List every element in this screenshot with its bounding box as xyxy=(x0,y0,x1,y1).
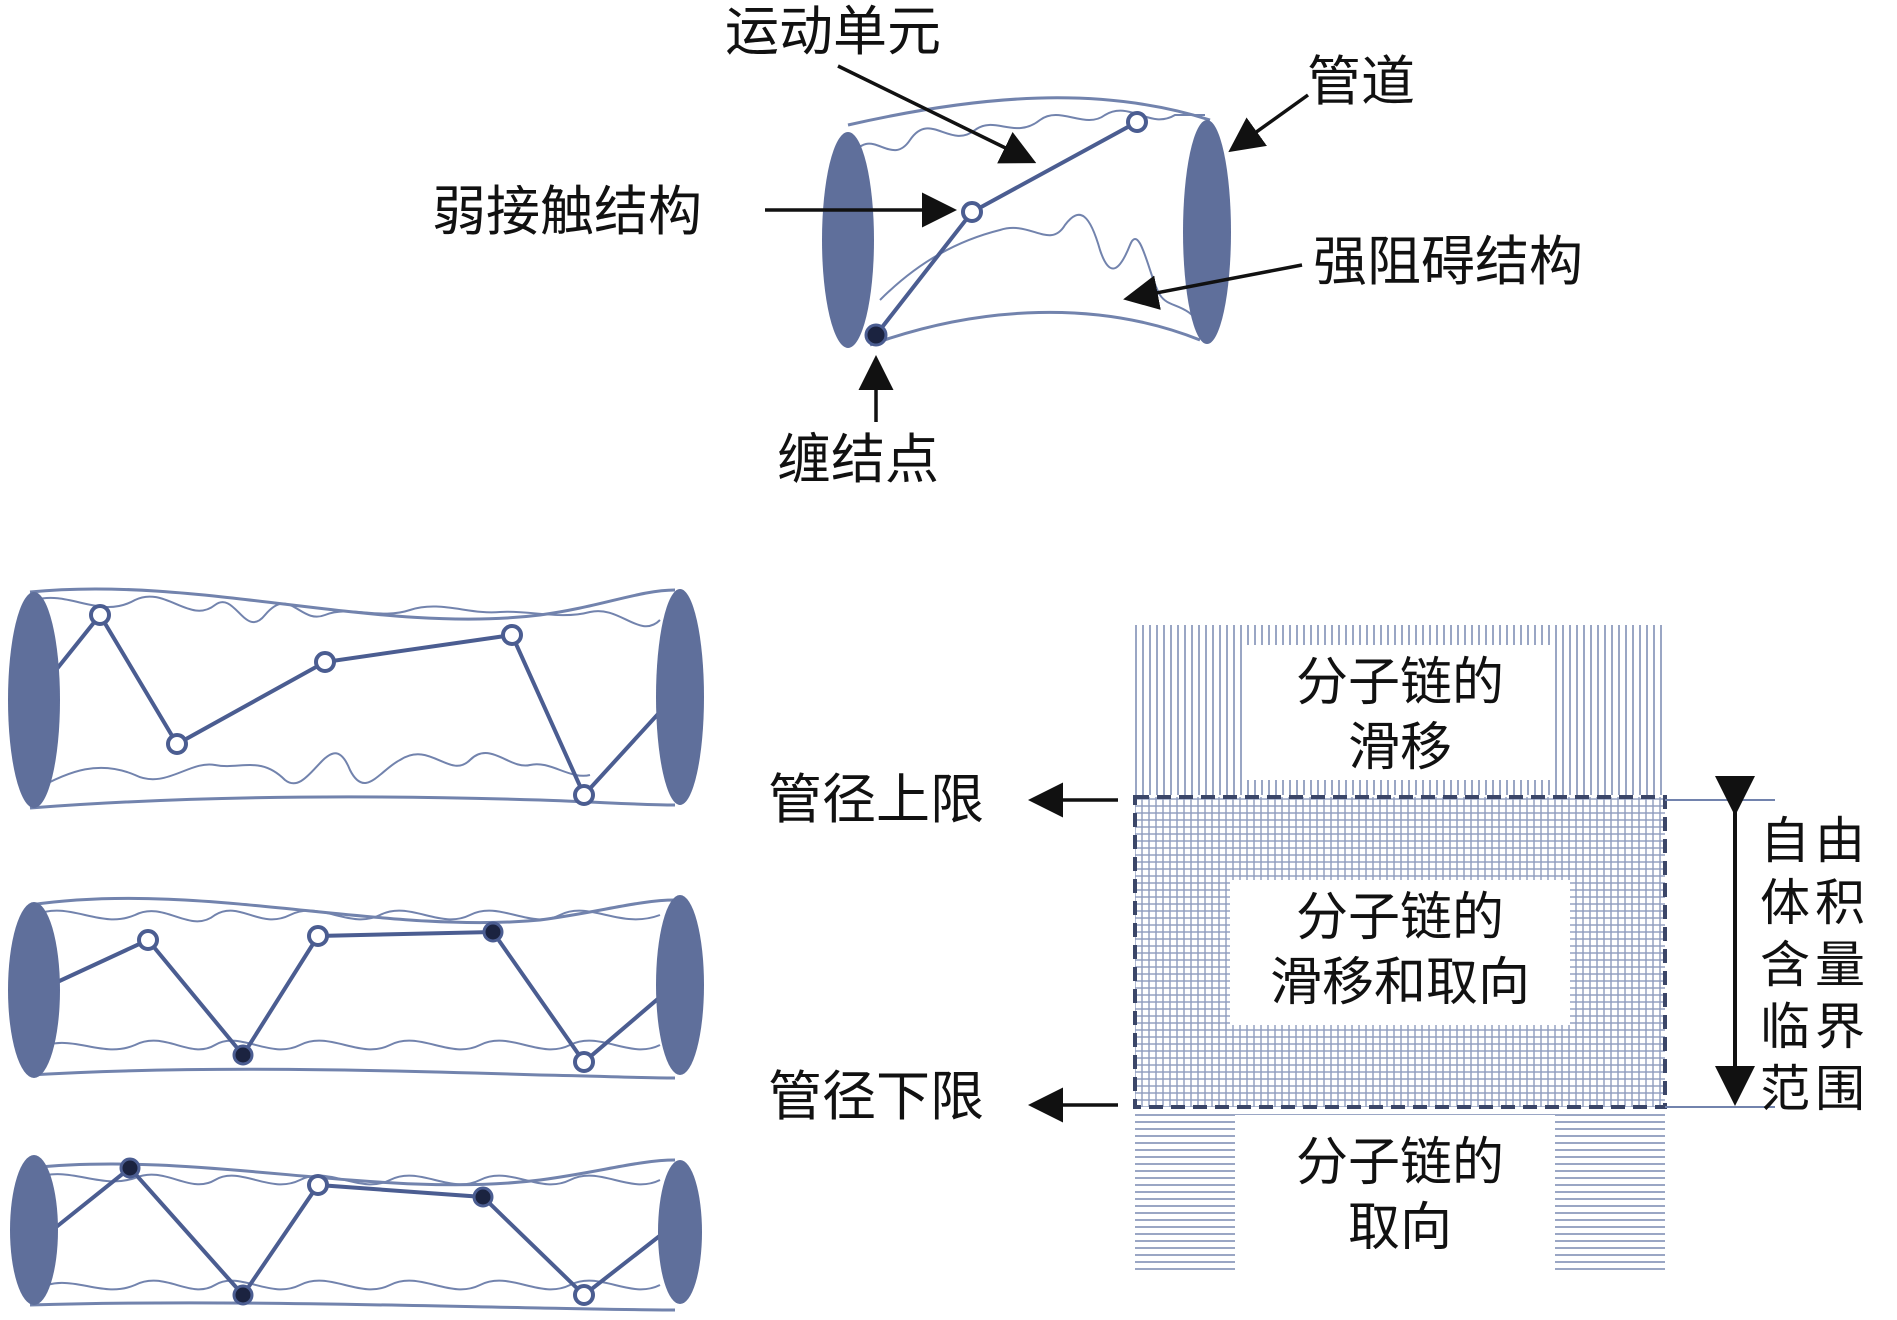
range-label-char: 范 xyxy=(1760,1060,1810,1118)
tube-3-node-open xyxy=(307,1174,329,1196)
tube-2-node-open xyxy=(573,1051,595,1073)
arrow-tube xyxy=(1228,93,1310,153)
box-top-label-bg xyxy=(1245,645,1555,780)
tube-2-node-filled xyxy=(482,921,504,943)
range-label-char: 界 xyxy=(1815,998,1865,1056)
label-upper-limit: 管径上限 xyxy=(768,768,984,831)
range-label-char: 量 xyxy=(1815,936,1865,994)
tube-1-inner-wave-upper xyxy=(34,595,661,628)
arrow-strong-hindrance xyxy=(1123,263,1303,310)
tube-2-chain xyxy=(39,929,682,1065)
top-tube-right-end xyxy=(1183,120,1231,344)
box-middle-dashed-border xyxy=(1133,795,1667,1109)
top-tube-inner-wave-upper xyxy=(849,109,1205,161)
top-tube xyxy=(822,96,1231,348)
tube-2-lower-wall xyxy=(29,1067,676,1080)
label-weak-contact: 弱接触结构 xyxy=(432,180,702,243)
tube-3-inner-wave-upper xyxy=(34,1173,661,1186)
tube-3-node-filled xyxy=(119,1157,141,1179)
left-tube-nodes xyxy=(89,604,595,1306)
tube-1-right-end xyxy=(656,589,704,805)
top-labels: 运动单元 管道 弱接触结构 强阻碍结构 缠结点 xyxy=(432,0,1583,491)
state-range-diagram: 分子链的 滑移 分子链的 滑移和取向 分子链的 取向 管径上限 管径下限 自体含… xyxy=(768,625,1865,1275)
tube-1-inner-wave-lower xyxy=(34,752,591,791)
top-tube-node-open xyxy=(961,201,983,223)
tube-2-node-open xyxy=(137,929,159,951)
box-top-line1: 分子链的 xyxy=(1296,653,1504,713)
tube-1-chain xyxy=(38,611,682,799)
box-middle-label-bg xyxy=(1230,880,1570,1025)
label-tube: 管道 xyxy=(1307,50,1415,113)
tube-3-node-open xyxy=(573,1284,595,1306)
tube-2-left-end xyxy=(8,902,60,1078)
tube-3-left-end xyxy=(10,1155,58,1305)
left-tube-2 xyxy=(8,895,704,1080)
label-lower-limit: 管径下限 xyxy=(768,1065,984,1128)
tube-1-node-open xyxy=(573,784,595,806)
tube-3-chain xyxy=(38,1165,682,1299)
tube-3-upper-wall xyxy=(29,1158,676,1187)
box-top-line2: 滑移 xyxy=(1348,718,1452,778)
range-label-char: 体 xyxy=(1760,874,1810,932)
tube-3-right-end xyxy=(658,1160,702,1304)
tube-3-node-filled xyxy=(472,1186,494,1208)
left-tube-1 xyxy=(8,587,704,810)
range-label-char: 围 xyxy=(1815,1060,1865,1118)
label-entanglement-point: 缠结点 xyxy=(777,428,939,491)
box-bottom-label-bg xyxy=(1235,1115,1555,1275)
tube-2-inner-wave-lower xyxy=(34,1039,661,1051)
tube-2-node-open xyxy=(307,925,329,947)
arrow-motion-unit xyxy=(837,64,1037,164)
tube-2-node-filled xyxy=(232,1044,254,1066)
box-bottom-line2: 取向 xyxy=(1348,1198,1452,1258)
box-middle-line2: 滑移和取向 xyxy=(1270,953,1530,1013)
range-label-char: 自 xyxy=(1760,812,1810,870)
tube-1-node-open xyxy=(501,624,523,646)
label-motion-unit: 运动单元 xyxy=(725,0,941,63)
top-tube-left-end xyxy=(822,132,874,348)
range-label-char: 积 xyxy=(1815,874,1865,932)
tube-1-node-open xyxy=(89,604,111,626)
box-bottom-line1: 分子链的 xyxy=(1296,1133,1504,1193)
tube-2-inner-wave-upper xyxy=(34,909,661,923)
range-label-char: 由 xyxy=(1815,812,1865,870)
tube-1-upper-wall xyxy=(29,587,676,621)
tube-1-lower-wall xyxy=(29,795,676,810)
top-tube-entanglement-node xyxy=(864,323,888,347)
tube-2-right-end xyxy=(656,895,704,1075)
tube-1-left-end xyxy=(8,592,60,808)
tube-3-lower-wall xyxy=(29,1301,676,1312)
top-tube-node-open xyxy=(1126,111,1148,133)
range-label-char: 临 xyxy=(1760,998,1810,1056)
tube-3-node-filled xyxy=(232,1284,254,1306)
top-tube-upper-wall xyxy=(847,96,1211,127)
tube-1-node-open xyxy=(166,733,188,755)
range-label-char: 含 xyxy=(1760,936,1810,994)
tube-2-upper-wall xyxy=(29,896,676,925)
label-strong-hindrance: 强阻碍结构 xyxy=(1313,230,1583,293)
left-tube-3 xyxy=(10,1155,702,1312)
tube-1-node-open xyxy=(314,651,336,673)
box-middle-line1: 分子链的 xyxy=(1296,888,1504,948)
tube-3-inner-wave-lower xyxy=(34,1279,661,1291)
top-tube-lower-wall xyxy=(869,310,1201,347)
